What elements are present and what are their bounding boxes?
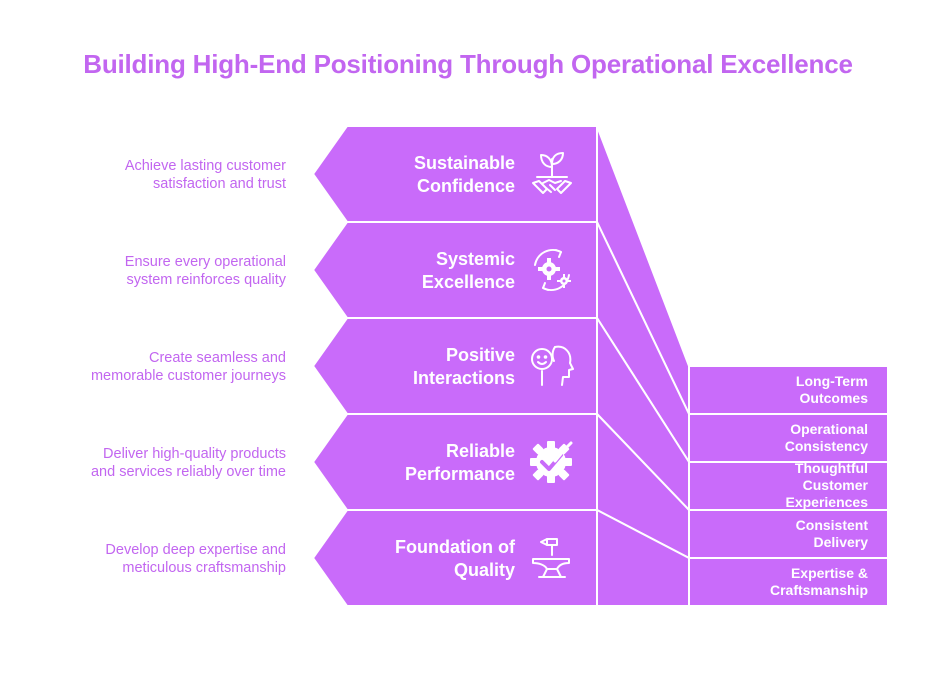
arrow-band-5 [312,509,598,607]
step-blocks [688,365,889,607]
gear-check-icon [530,441,573,483]
diagram-title: Building High-End Positioning Through Op… [83,49,853,79]
smiling-face-icon [531,345,574,386]
step-block-1 [688,365,889,415]
hammer-anvil-icon [532,538,570,578]
step-block-5 [688,557,889,607]
step-block-3 [688,461,889,511]
slope-faces [596,125,690,607]
step-block-2 [688,413,889,463]
step-label-5: Expertise &Craftsmanship [769,565,868,598]
gears-cycle-icon [534,249,571,291]
step-block-4 [688,509,889,559]
plant-handshake-icon [532,152,572,194]
arrow-bands [312,125,598,607]
